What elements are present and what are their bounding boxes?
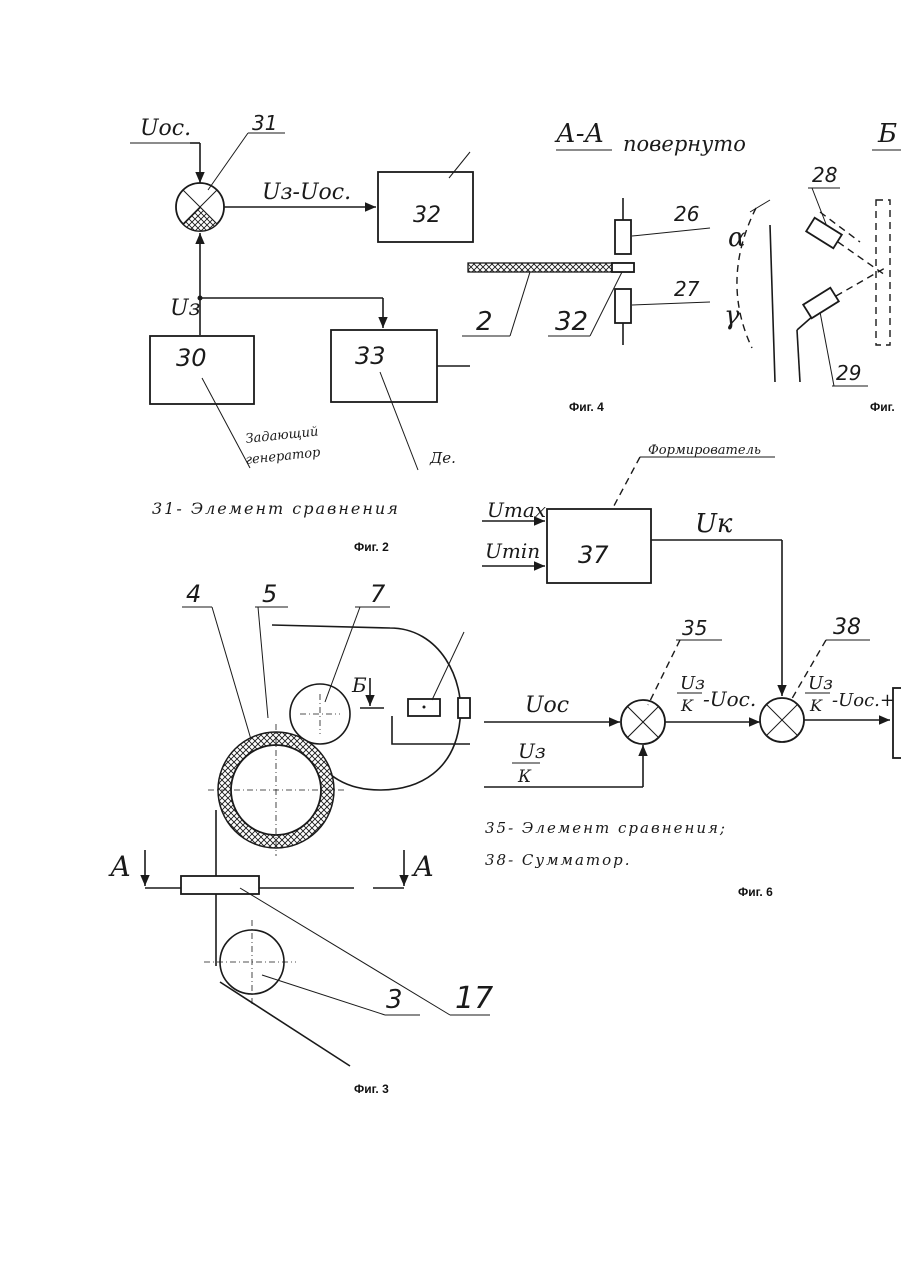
label-27: 27 xyxy=(674,277,700,301)
label-u3k-num: Uз xyxy=(518,739,546,763)
label-out1-den: K xyxy=(680,696,694,715)
label-4: 4 xyxy=(186,580,201,608)
caption-fig2: Фиг. 2 xyxy=(354,540,389,554)
block-output-partial xyxy=(893,688,901,758)
label-uk: Uк xyxy=(695,509,733,539)
leader-2-diag xyxy=(510,272,530,336)
label-35: 35 xyxy=(682,616,707,640)
sensor-edge-partial xyxy=(458,698,470,718)
label-umin: Umin xyxy=(485,539,540,563)
label-26: 26 xyxy=(674,202,699,226)
frame-left-wall xyxy=(770,225,775,382)
figure-2: Uос. 31 Uз-Uос. 32 Uз 30 33 Задающий ген… xyxy=(130,111,473,554)
strip-32 xyxy=(612,263,634,272)
label-u3k-den: К xyxy=(517,767,532,787)
angle-ray-top xyxy=(750,200,770,212)
caption-fig6: Фиг. 6 xyxy=(738,885,773,899)
leader-27 xyxy=(632,302,710,305)
strip-2 xyxy=(468,263,634,272)
label-b-mark: Б xyxy=(351,673,367,697)
label-32-fig4: 32 xyxy=(555,307,588,337)
leader-5 xyxy=(258,607,268,718)
title-a-a: А-А xyxy=(554,119,604,149)
note-del: Де. xyxy=(429,449,456,467)
label-u-os: Uос. xyxy=(140,116,191,141)
label-17: 17 xyxy=(455,981,493,1016)
frame-inner-wall xyxy=(797,330,800,382)
label-37: 37 xyxy=(578,541,609,569)
label-32: 32 xyxy=(413,203,441,228)
label-28: 28 xyxy=(812,163,837,187)
label-alpha: α xyxy=(728,223,746,253)
label-3: 3 xyxy=(386,985,403,1015)
legend-35: 35- Элемент сравнения; xyxy=(485,819,727,837)
web-diagonal xyxy=(220,982,350,1066)
element-17 xyxy=(181,876,259,894)
caption-fig5-partial: Фиг. xyxy=(870,400,895,414)
label-umax: Umax xyxy=(487,498,546,522)
title-b: Б xyxy=(877,119,897,149)
label-a-left: А xyxy=(108,850,131,883)
label-a-right: А xyxy=(411,850,434,883)
note-generator-line2: генератор xyxy=(245,445,322,468)
note-generator-line1: Задающий xyxy=(245,424,319,447)
sensor-26 xyxy=(615,220,631,254)
caption-fig4: Фиг. 4 xyxy=(569,400,604,414)
label-out2-num: Uз xyxy=(808,673,833,694)
label-former: Формирователь xyxy=(648,443,761,458)
leader-35-diag xyxy=(648,640,680,705)
leader-29-diag xyxy=(820,312,834,386)
label-out1-num: Uз xyxy=(680,673,705,694)
beam-28 xyxy=(838,242,885,275)
legend-31: 31- Элемент сравнения xyxy=(152,499,400,518)
figure-4: А-А повернуто Б 26 27 2 32 α γ 2 xyxy=(462,119,901,414)
label-gamma: γ xyxy=(724,301,740,331)
leader-31-diag xyxy=(208,133,248,190)
label-29: 29 xyxy=(836,361,861,385)
label-out2-rest: -Uос.+Uк xyxy=(832,690,901,711)
roller-7 xyxy=(290,684,350,744)
leader-26 xyxy=(632,228,710,236)
leader-3 xyxy=(262,975,385,1015)
sensor-28 xyxy=(806,218,842,249)
label-u3: Uз xyxy=(170,296,201,321)
beam-29 xyxy=(836,268,885,296)
leader-17 xyxy=(240,888,450,1015)
figure-3: 4 5 7 Б А А 17 xyxy=(108,580,493,1096)
title-rotated: повернуто xyxy=(623,132,746,156)
label-38: 38 xyxy=(833,615,861,640)
label-33: 33 xyxy=(355,342,386,370)
label-30: 30 xyxy=(176,344,207,372)
caption-fig3: Фиг. 3 xyxy=(354,1082,389,1096)
label-31: 31 xyxy=(252,111,277,135)
figure-6: Формирователь Umax Umin 37 Uк Uос Uз К 3… xyxy=(482,443,901,899)
label-2: 2 xyxy=(476,307,493,337)
sensor-27 xyxy=(615,289,631,323)
label-out1-rest: -Uос. xyxy=(703,687,756,711)
label-5: 5 xyxy=(262,580,277,608)
label-out2-den: K xyxy=(809,696,823,715)
label-uos: Uос xyxy=(525,693,569,718)
legend-38: 38- Сумматор. xyxy=(485,851,632,869)
label-7: 7 xyxy=(370,580,386,608)
sensor-box-dot xyxy=(423,706,426,709)
label-u3-minus-uos: Uз-Uос. xyxy=(262,180,351,205)
sensor-29 xyxy=(803,288,839,319)
